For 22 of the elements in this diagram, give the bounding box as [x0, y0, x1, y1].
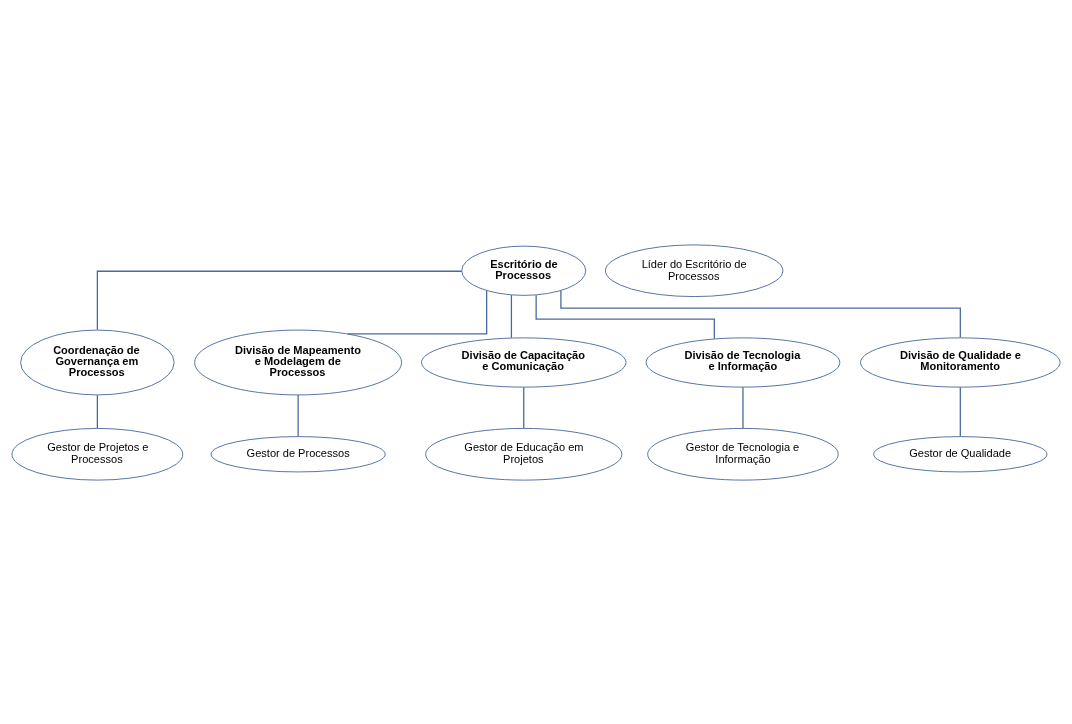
node-ellipse: Gestor de Qualidade	[873, 435, 1048, 472]
node-ellipse: Gestor de Processos	[210, 435, 386, 472]
connector	[560, 289, 961, 338]
node-ellipse: Gestor de Educação em Projetos	[425, 427, 623, 481]
connector	[347, 289, 488, 335]
node-ellipse: Divisão de Tecnologia e Informação	[645, 336, 841, 388]
node-ellipse: Divisão de Capacitação e Comunicação	[421, 336, 627, 388]
connector	[510, 293, 513, 338]
connector	[742, 386, 744, 429]
connector	[535, 294, 715, 339]
connector	[959, 386, 961, 437]
node-ellipse: Divisão de Qualidade e Monitoramento	[860, 336, 1061, 388]
connector	[297, 393, 299, 437]
connector	[96, 393, 98, 429]
node-ellipse: Gestor de Tecnologia e Informação	[647, 427, 839, 481]
node-ellipse: Escritório de Processos	[461, 245, 587, 296]
connector	[523, 386, 525, 429]
node-ellipse: Divisão de Mapeamento e Modelagem de Processos	[194, 329, 403, 395]
node-ellipse: Líder do Escritório de Processos	[604, 243, 784, 297]
node-ellipse: Coordenação de Governança em Processos	[20, 329, 175, 395]
node-ellipse: Gestor de Projetos e Processos	[11, 427, 184, 481]
connector	[96, 270, 463, 330]
